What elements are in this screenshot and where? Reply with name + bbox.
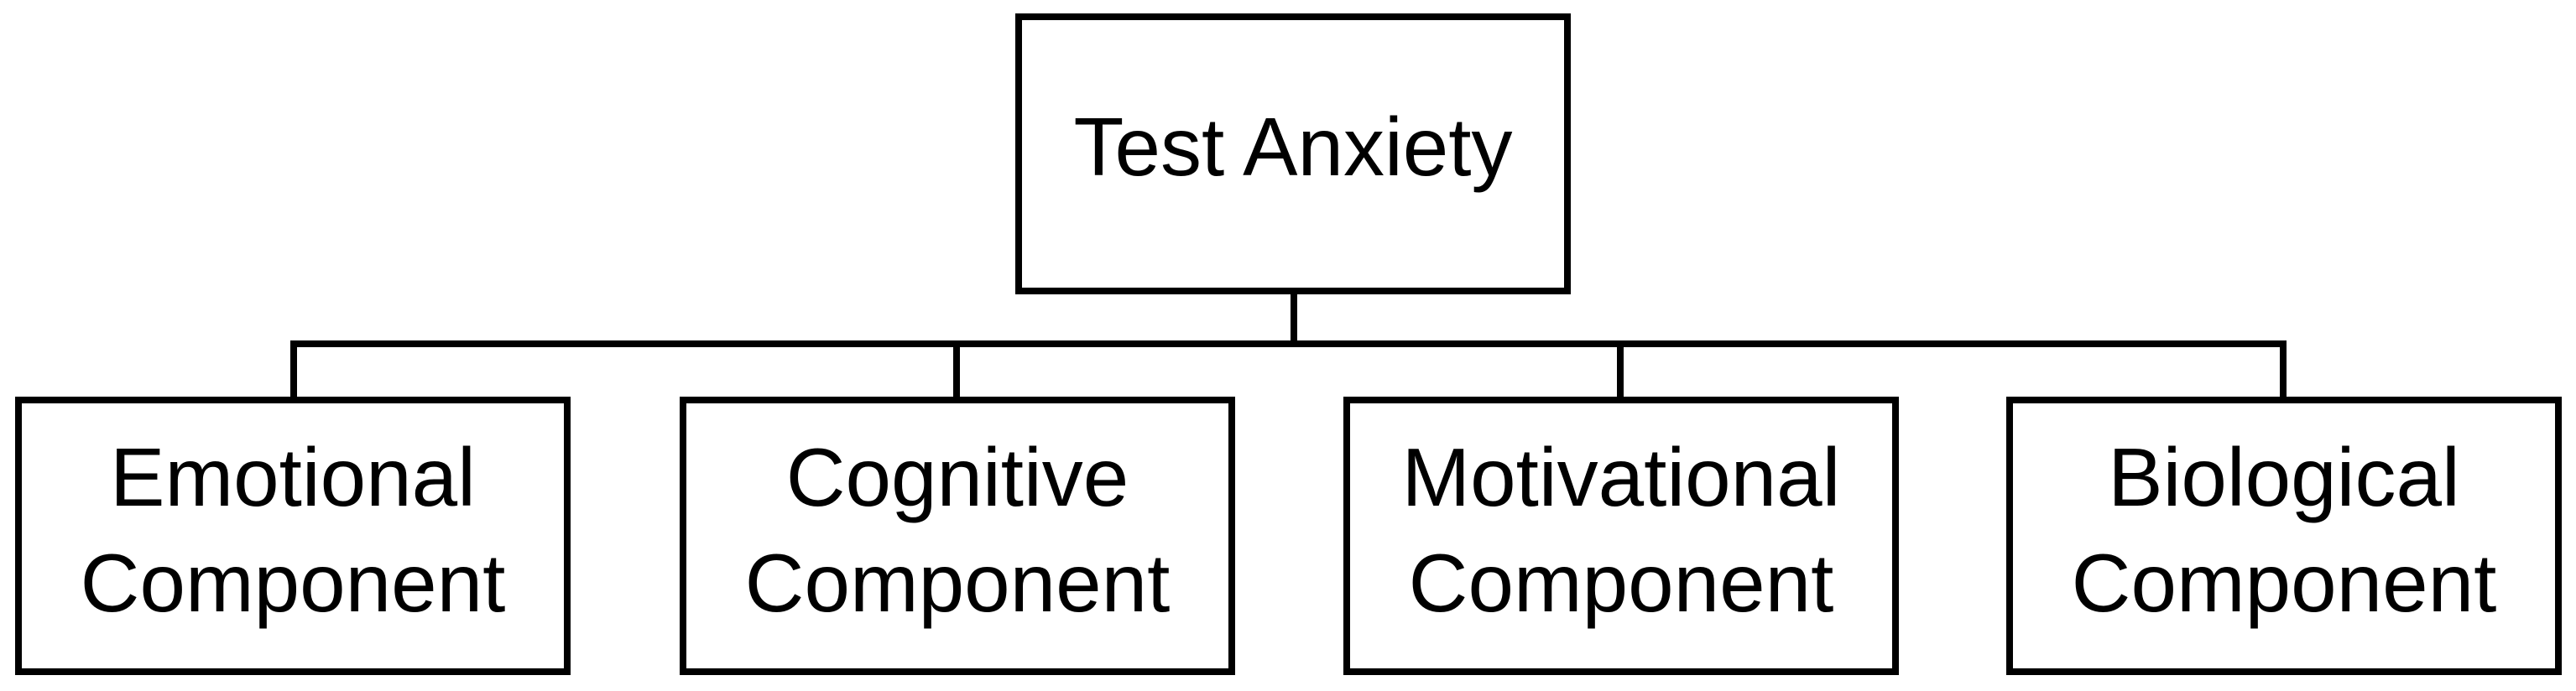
child-node-box [15,397,571,675]
child-node-label-line2: Component [2072,537,2497,629]
child-node-label-line1: Emotional [110,431,476,523]
root-node-test-anxiety: Test Anxiety [1015,13,1571,294]
child-node-emotional-component: Emotional Component [15,397,571,675]
child-node-label-line1: Motivational [1402,431,1841,523]
child-node-label-line2: Component [1409,537,1834,629]
child-node-label-line1: Biological [2108,431,2459,523]
root-node-box [1015,13,1571,294]
child-node-label-line2: Component [745,537,1171,629]
child-node-label-line2: Component [81,537,506,629]
child-node-box [680,397,1235,675]
child-node-label-line1: Cognitive [786,431,1129,523]
child-node-cognitive-component: Cognitive Component [680,397,1235,675]
connector-lines [290,291,2287,404]
child-node-motivational-component: Motivational Component [1343,397,1899,675]
child-node-box [2006,397,2562,675]
root-node-label: Test Anxiety [1074,101,1513,193]
child-node-biological-component: Biological Component [2006,397,2562,675]
child-node-box [1343,397,1899,675]
